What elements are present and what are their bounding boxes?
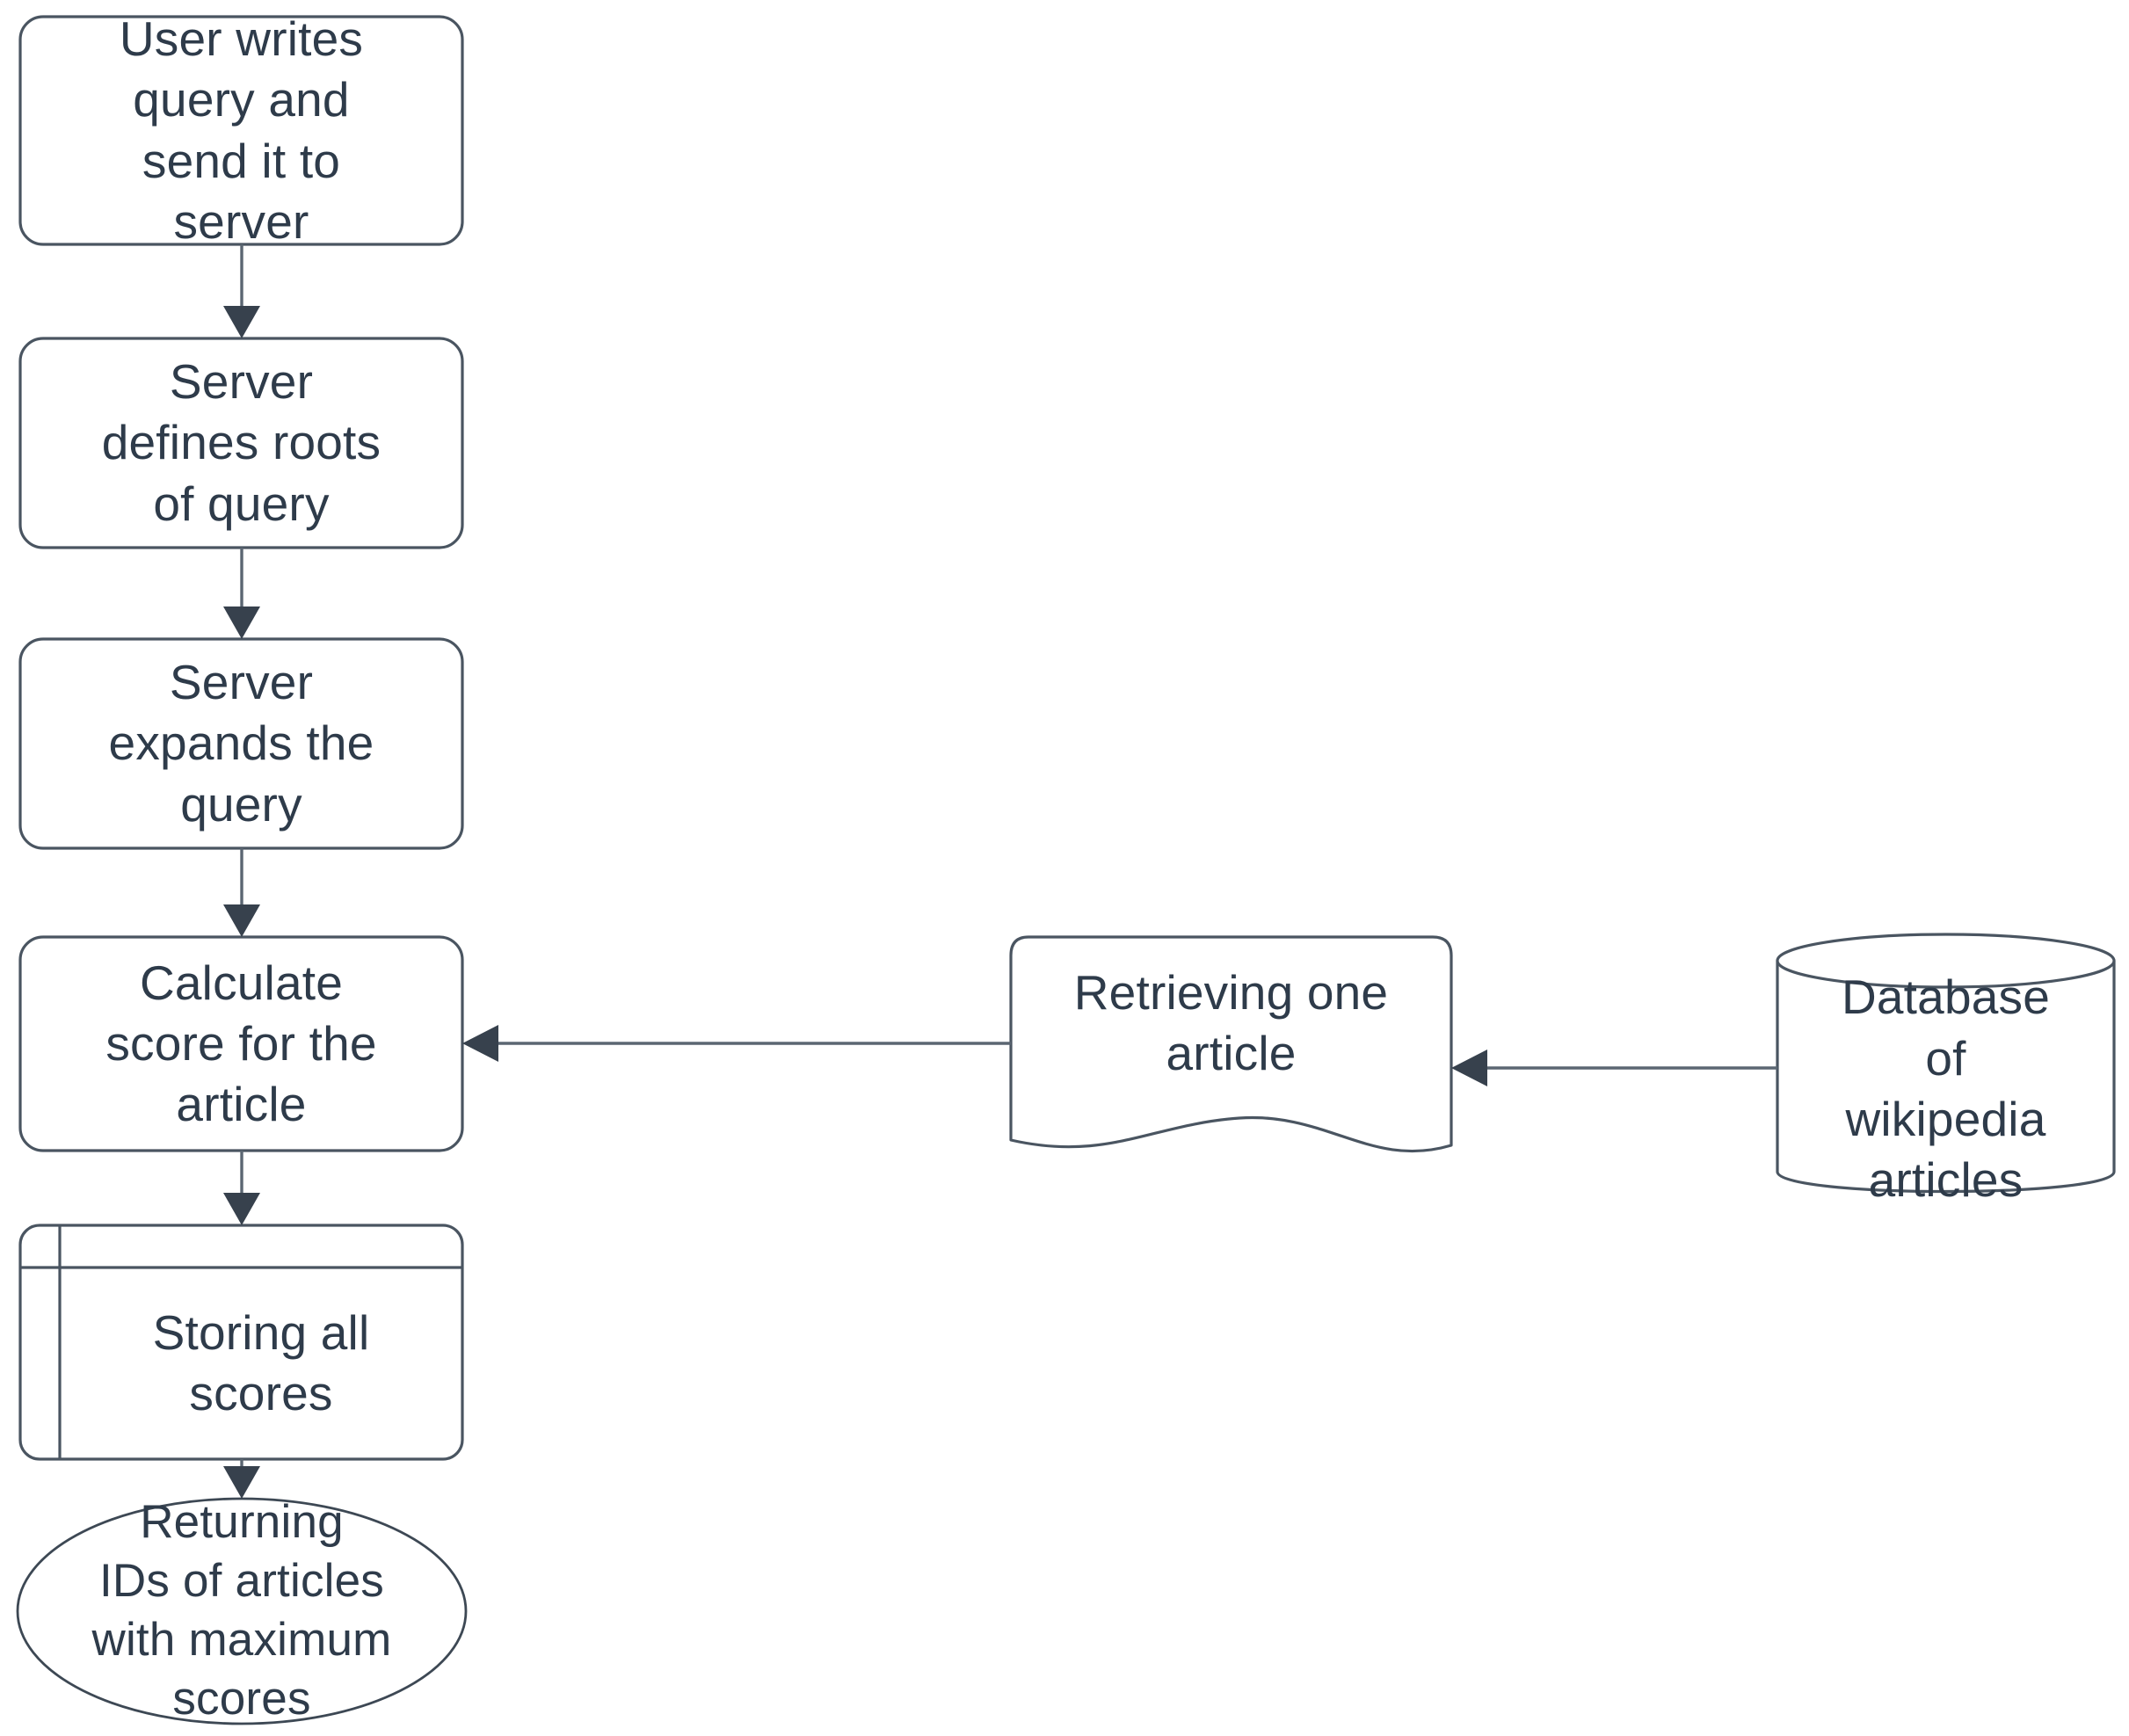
node-server-defines-roots[interactable]	[18, 337, 464, 549]
edge-expands-to-calculate-arrowhead	[223, 904, 260, 937]
node-storing-all-scores[interactable]	[18, 1224, 464, 1461]
node-calculate-score[interactable]	[18, 935, 464, 1152]
node-retrieving-one-article[interactable]	[1009, 935, 1453, 1153]
edge-retrieving-to-calculate-arrowhead	[462, 1025, 498, 1062]
edge-database-to-retrieving-arrowhead	[1451, 1050, 1487, 1086]
node-database-wikipedia[interactable]	[1776, 959, 2116, 1194]
edge-storing-to-returning-arrowhead	[223, 1466, 260, 1499]
node-user-writes-query[interactable]	[18, 15, 464, 246]
node-server-expands-query[interactable]	[18, 637, 464, 850]
node-returning-ids[interactable]	[16, 1497, 468, 1725]
database-top-ellipse	[1776, 933, 2116, 989]
edge-defines-to-expands-arrowhead	[223, 607, 260, 639]
edge-calculate-to-storing-arrowhead	[223, 1193, 260, 1225]
edge-user-to-defines-arrowhead	[223, 306, 260, 338]
